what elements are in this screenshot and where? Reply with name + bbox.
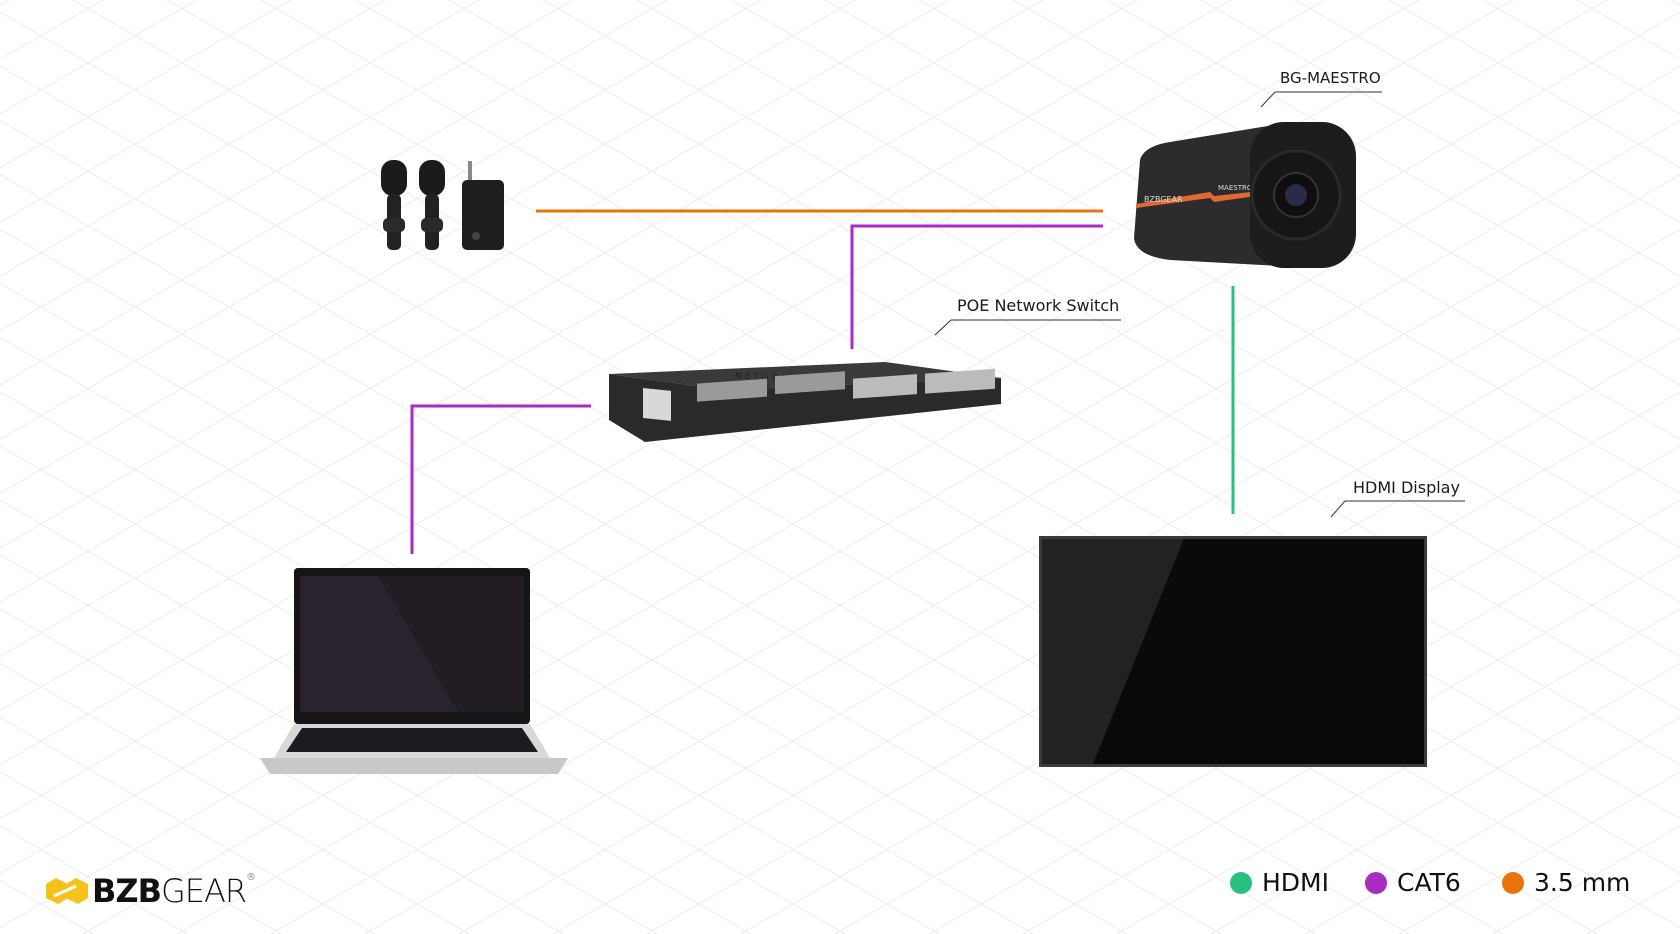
poe-network-switch-image: NETGEAR [609,362,1001,442]
switch-label: POE Network Switch [957,296,1120,315]
laptop-image [260,568,568,774]
camera-brand-text: BZBGEAR [1144,195,1183,204]
legend-item-hdmi: HDMI [1230,868,1329,897]
bzbgear-logo: BZB GEAR ® [46,872,256,910]
switch-label-leader [934,319,1121,336]
hdmi-color-dot [1230,871,1252,894]
hdmi-display-image [1039,536,1427,767]
camera-label-leader [1260,91,1382,108]
logo-text-light: GEAR [160,872,247,910]
legend-label: HDMI [1262,868,1329,897]
legend-label: 3.5 mm [1534,868,1631,897]
legend-item-audio: 3.5 mm [1502,868,1630,897]
cat6-color-dot [1365,871,1387,894]
bg-maestro-camera-image: BZBGEAR MAESTRO [1134,122,1356,268]
logo-registered-mark: ® [246,872,257,883]
cat6-cable-camera-switch [850,224,1103,349]
bzbgear-logo-mark-icon [46,878,88,904]
audio-color-dot [1502,871,1524,894]
camera-label: BG-MAESTRO [1280,69,1381,87]
logo-text-bold: BZB [92,872,162,910]
camera-model-text: MAESTRO [1218,184,1253,192]
legend-item-cat6: CAT6 [1365,868,1461,897]
display-label-leader [1330,500,1465,518]
wireless-microphones-image [381,160,504,250]
display-label: HDMI Display [1353,478,1460,497]
legend-label: CAT6 [1397,868,1461,897]
cat6-cable-switch-laptop [410,404,591,554]
